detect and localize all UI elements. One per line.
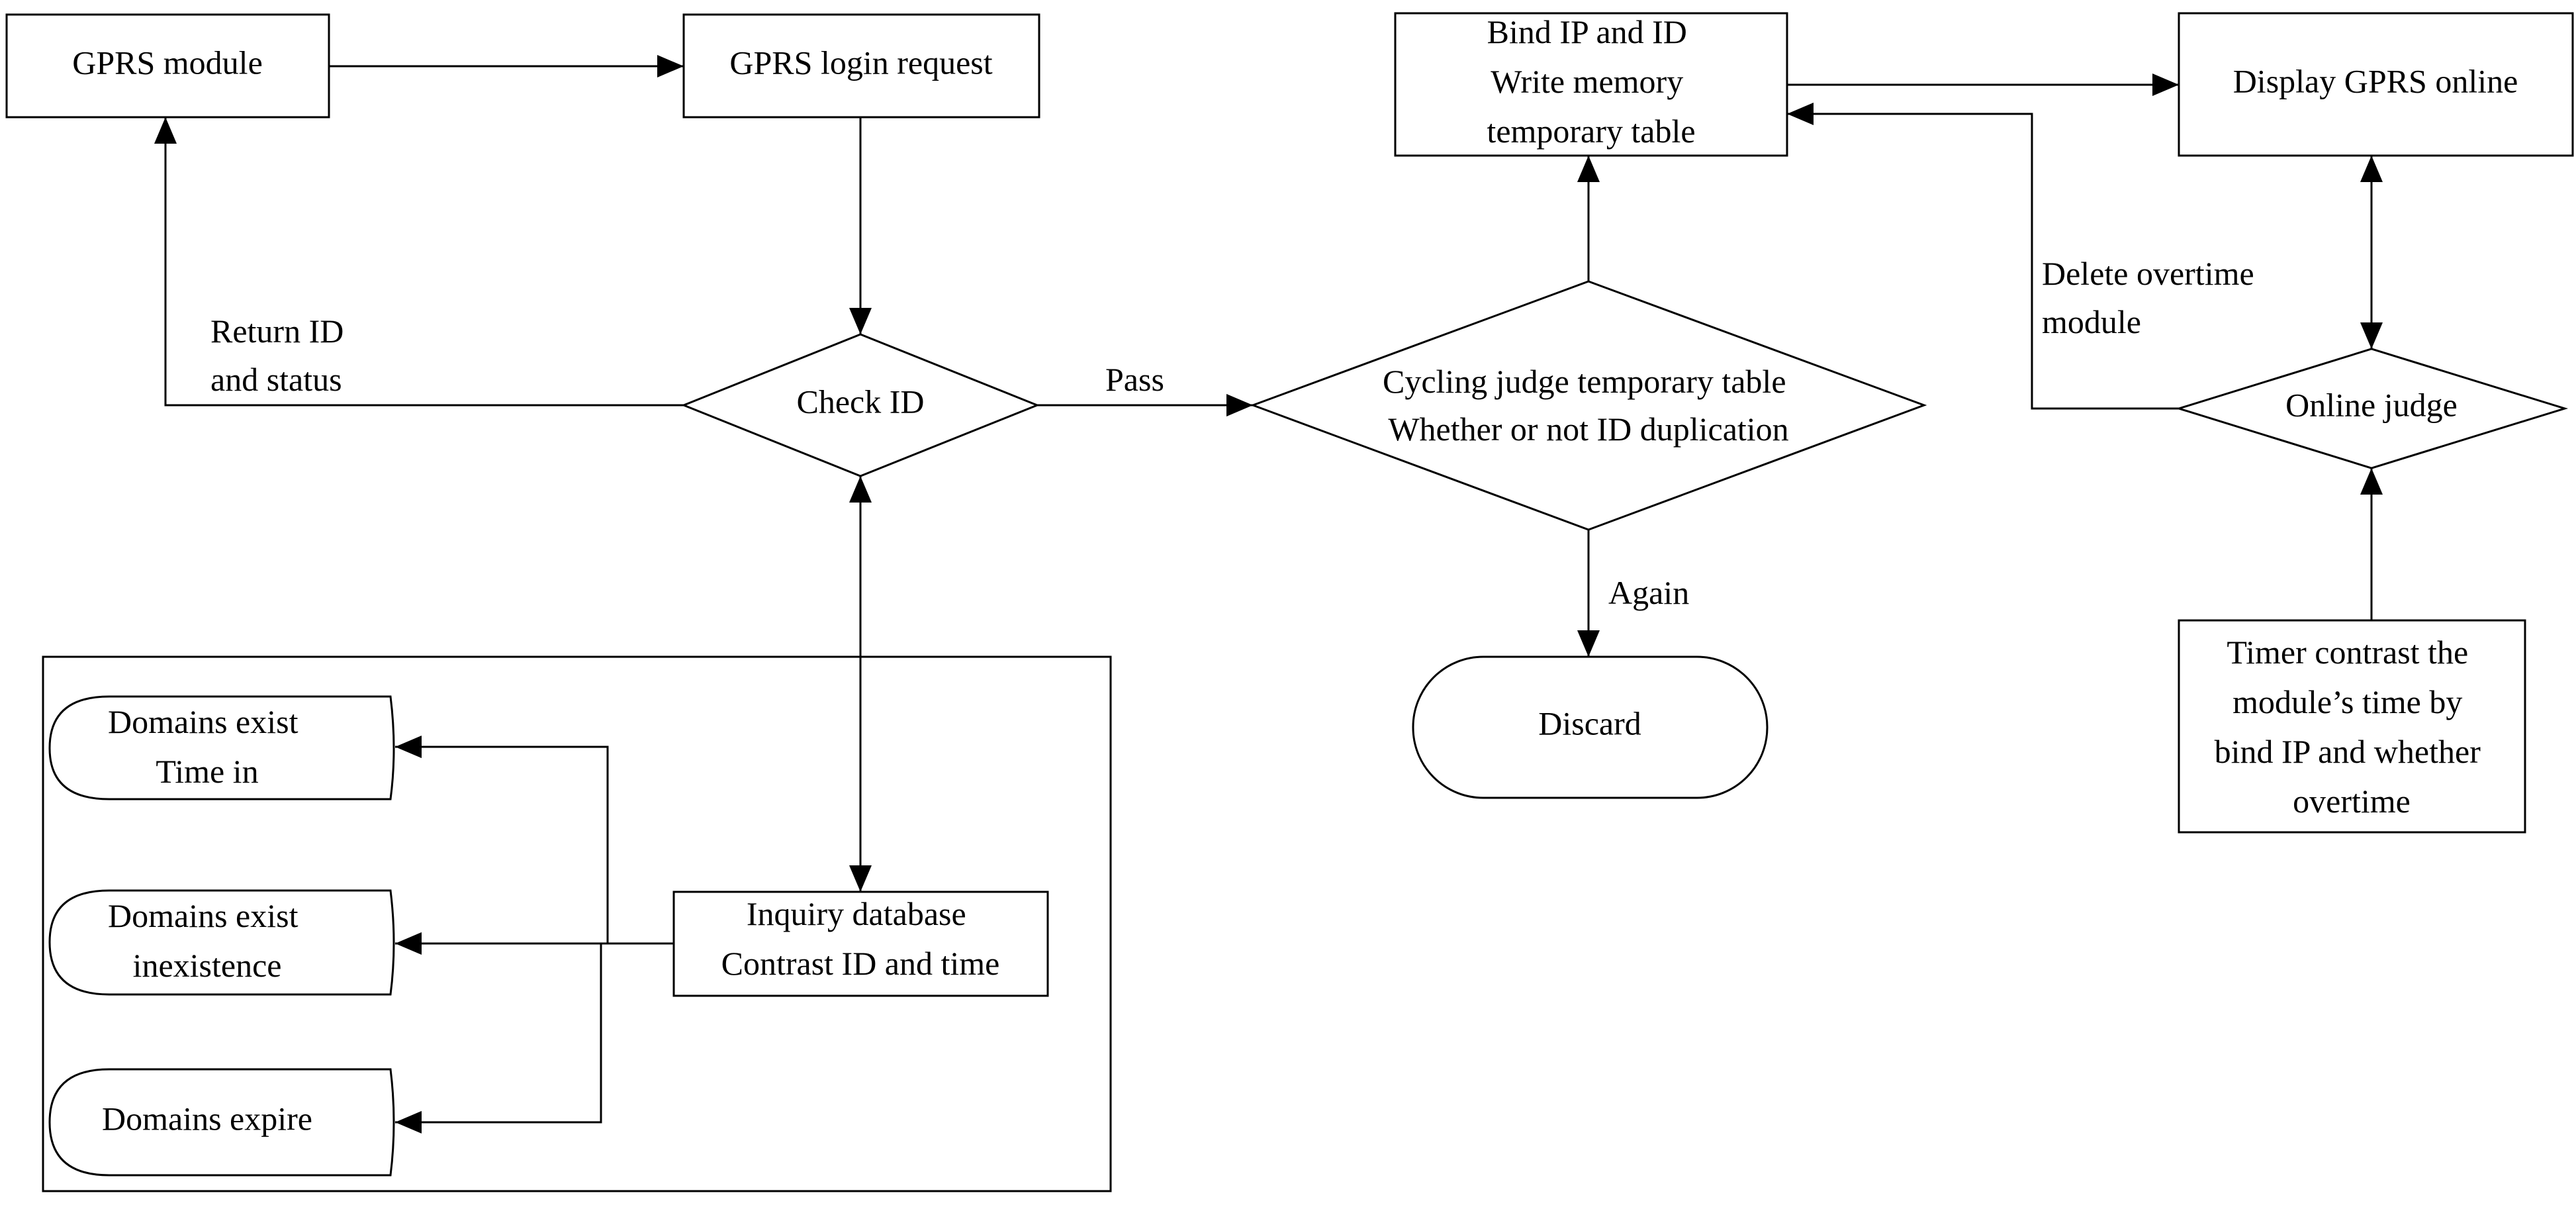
domains-exist-time-in-line: Domains exist — [108, 703, 299, 740]
again-label: Again — [1608, 574, 1689, 611]
delete-overtime-label: Delete overtime module — [2042, 255, 2262, 340]
delete-overtime-line: Delete overtime — [2042, 255, 2254, 292]
cycling-judge-line: Cycling judge temporary table — [1383, 363, 1786, 400]
domains-exist-time-in-line: Time in — [156, 753, 258, 790]
pass-label: Pass — [1105, 361, 1164, 398]
return-id-status-line: and status — [210, 361, 342, 398]
gprs-module-label: GPRS module — [72, 44, 263, 81]
domains-exist-inexistence-label: Domains exist inexistence — [108, 897, 306, 984]
display-gprs-online-box — [2178, 12, 2574, 157]
bind-ip-id-box — [1394, 12, 1788, 157]
gprs-login-request-label: GPRS login request — [729, 44, 992, 81]
online-judge-label: Online judge — [2285, 386, 2458, 423]
domains-exist-time-in-label: Domains exist Time in — [108, 703, 306, 790]
timer-contrast-line: module’s time by — [2232, 683, 2462, 720]
inquiry-database-line: Contrast ID and time — [721, 945, 1000, 982]
return-id-status-line: Return ID — [210, 313, 344, 350]
timer-contrast-label: Timer contrast the module’s time by bind… — [2215, 634, 2489, 820]
online-judge-decision — [2175, 348, 2569, 469]
inquiry-database-line: Inquiry database — [747, 895, 966, 932]
bind-ip-id-line: Write memory — [1491, 63, 1683, 100]
domains-exist-time-in-shape — [48, 695, 395, 800]
bind-ip-id-line: Bind IP and ID — [1487, 13, 1687, 50]
arrow-online-delete-to-bind — [1787, 103, 2179, 410]
domains-exist-inexistence-line: inexistence — [133, 947, 282, 984]
check-id-label: Check ID — [797, 383, 925, 420]
domains-expire-label: Domains expire — [102, 1100, 312, 1137]
delete-overtime-line: module — [2042, 303, 2141, 340]
gprs-module-box — [5, 13, 330, 119]
timer-contrast-line: Timer contrast the — [2227, 634, 2468, 671]
display-gprs-online-label: Display GPRS online — [2233, 62, 2518, 99]
discard-terminator — [1412, 655, 1769, 799]
inquiry-database-box — [672, 891, 1049, 997]
bind-ip-id-label: Bind IP and ID Write memory temporary ta… — [1487, 13, 1695, 150]
timer-contrast-line: bind IP and whether — [2215, 733, 2481, 770]
bind-ip-id-line: temporary table — [1487, 113, 1695, 150]
timer-contrast-box — [2178, 619, 2526, 834]
domains-expire-shape — [48, 1068, 395, 1177]
cycling-judge-line: Whether or not ID duplication — [1388, 410, 1788, 448]
gprs-login-request-box — [682, 13, 1040, 119]
domains-exist-inexistence-shape — [48, 889, 395, 996]
cycling-judge-label: Cycling judge temporary table Whether or… — [1383, 363, 1794, 448]
return-id-status-label: Return ID and status — [210, 313, 352, 398]
inquiry-database-label: Inquiry database Contrast ID and time — [721, 895, 1000, 982]
arrow-check-return-to-module — [154, 117, 684, 407]
cycling-judge-decision — [1250, 280, 1927, 531]
discard-label: Discard — [1538, 704, 1641, 742]
timer-contrast-line: overtime — [2293, 783, 2411, 820]
arrow-inquiry-to-expire — [395, 942, 608, 1134]
domains-exist-inexistence-line: Domains exist — [108, 897, 299, 934]
